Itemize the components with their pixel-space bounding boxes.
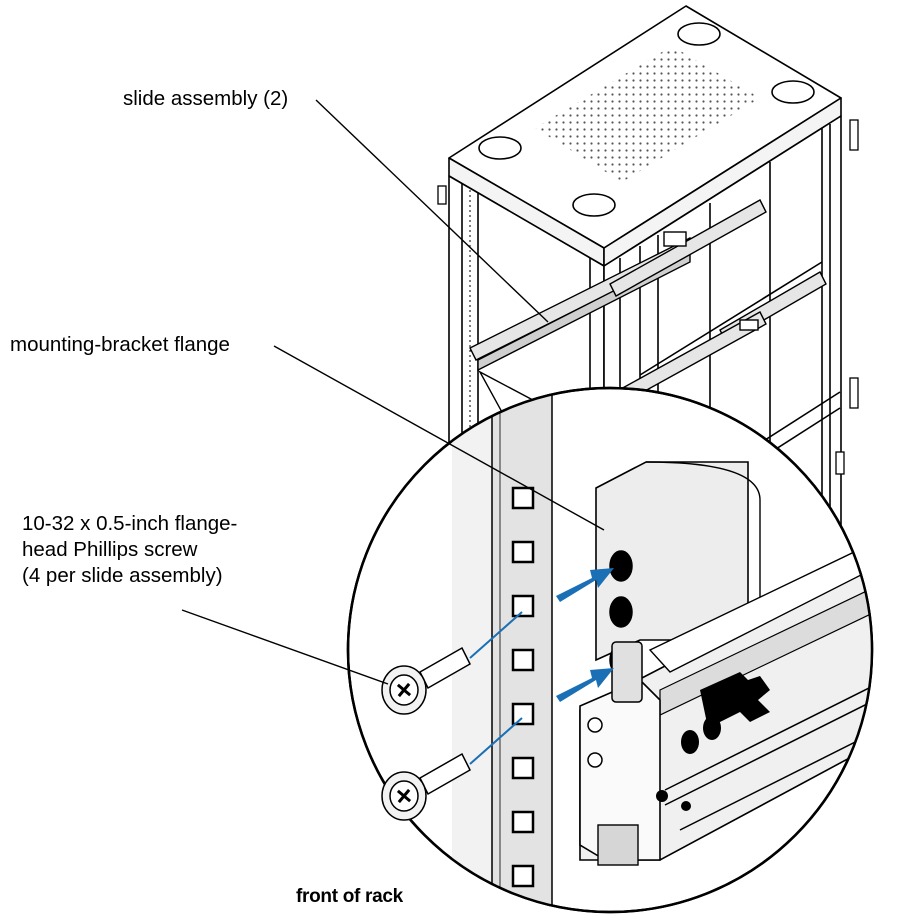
insertion-arrow-lower [556,668,614,702]
callout-slide-assembly: slide assembly (2) [123,87,289,110]
callout-screw-line: 10-32 x 0.5-inch flange- [22,512,238,535]
callout-mounting-bracket-flange: mounting-bracket flange [10,333,230,356]
top-hole [771,80,815,104]
magnified-detail [346,386,874,914]
top-hole [478,136,522,160]
flange-head-screw-lower [381,752,471,821]
rail-keyhole-slot [700,672,770,728]
screw-guide-line [469,611,523,659]
rack-square-holes [511,486,535,888]
top-hole [677,22,721,46]
leader-mounting-flange [273,345,605,531]
insertion-arrow-upper [556,568,614,602]
flange-head-screw-upper [381,646,471,715]
leader-lines [181,99,605,685]
leader-slide-assembly [315,99,549,323]
callout-screw: 10-32 x 0.5-inch flange- head Phillips s… [22,511,237,589]
slide-assembly-rails [469,199,827,408]
flange-hole [609,596,633,628]
top-vent-grille [535,46,760,182]
caption-front-of-rack: front of rack [296,886,403,907]
flange-hole [609,550,633,582]
door-hinges [437,119,859,475]
top-hole [572,193,616,217]
callout-screw-line: head Phillips screw [22,538,198,561]
leader-screw [181,609,389,685]
callout-screw-line: (4 per slide assembly) [22,564,223,587]
screw-guide-line [469,717,523,765]
